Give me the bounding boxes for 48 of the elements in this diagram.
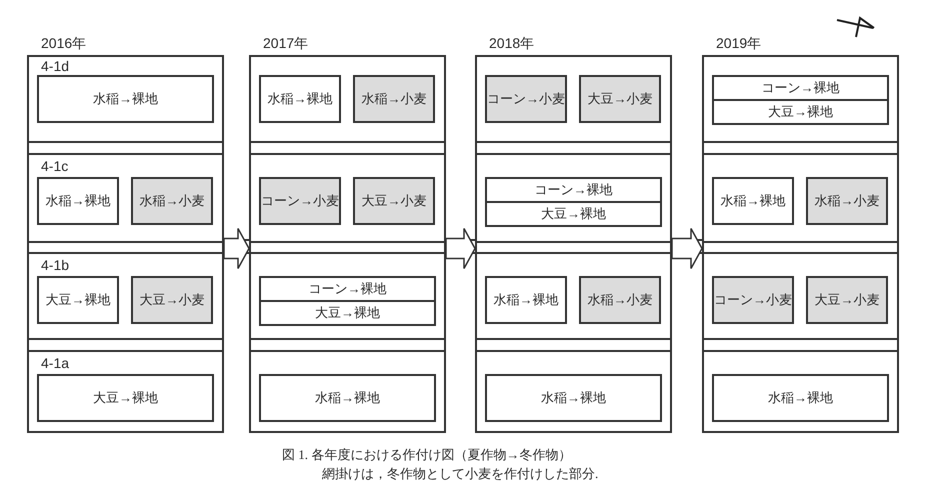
field-label: 4-1b xyxy=(41,257,70,273)
field-strip xyxy=(29,153,222,243)
crop-plot: 水稲→裸地 xyxy=(712,177,794,225)
crop-plot: 水稲→裸地 xyxy=(259,374,436,422)
crop-plot: 大豆→裸地 xyxy=(259,300,436,326)
year-heading: 2018年 xyxy=(489,35,534,51)
block-arrow xyxy=(671,228,703,270)
crop-plot: 水稲→裸地 xyxy=(37,177,119,225)
crop-plot: コーン→裸地 xyxy=(485,177,662,203)
year-heading: 2016年 xyxy=(41,35,86,51)
crop-plot: 水稲→裸地 xyxy=(259,75,341,123)
field-strip xyxy=(29,252,222,340)
field-strip xyxy=(251,153,444,243)
crop-plot: コーン→小麦 xyxy=(712,276,794,324)
field-label: 4-1d xyxy=(41,58,70,74)
crop-plot: 水稲→裸地 xyxy=(485,276,567,324)
crop-plot: 水稲→裸地 xyxy=(485,374,662,422)
year-heading: 2019年 xyxy=(716,35,762,51)
field-label: 4-1a xyxy=(41,355,70,371)
crop-plot: 大豆→裸地 xyxy=(712,99,889,125)
block-arrow xyxy=(223,228,250,270)
field-strip xyxy=(477,252,670,340)
year-heading: 2017年 xyxy=(263,35,308,51)
crop-plot: 水稲→小麦 xyxy=(579,276,661,324)
field-strip xyxy=(477,153,670,243)
crop-plot: コーン→小麦 xyxy=(485,75,567,123)
field-strip xyxy=(251,252,444,340)
caption-note: 網掛けは，冬作物として小麦を作付けした部分. xyxy=(322,465,598,483)
crop-plot: 水稲→小麦 xyxy=(353,75,435,123)
crop-plot: 大豆→小麦 xyxy=(806,276,888,324)
crop-plot: 大豆→小麦 xyxy=(131,276,213,324)
crop-plot: 水稲→小麦 xyxy=(131,177,213,225)
field-label: 4-1c xyxy=(41,158,68,174)
crop-plot: 大豆→裸地 xyxy=(37,276,119,324)
crop-plot: コーン→裸地 xyxy=(712,75,889,101)
crop-plot: コーン→小麦 xyxy=(259,177,341,225)
crop-plot: 水稲→裸地 xyxy=(37,75,214,123)
crop-plot: 大豆→裸地 xyxy=(37,374,214,422)
crop-plot: コーン→裸地 xyxy=(259,276,436,302)
crop-plot: 水稲→小麦 xyxy=(806,177,888,225)
crop-plot: 大豆→小麦 xyxy=(579,75,661,123)
field-strip xyxy=(704,252,897,340)
crop-plot: 大豆→小麦 xyxy=(353,177,435,225)
block-arrow xyxy=(445,228,476,270)
caption: 図 1. 各年度における作付け図（夏作物→冬作物） xyxy=(282,446,572,464)
crop-plot: 水稲→裸地 xyxy=(712,374,889,422)
field-strip xyxy=(704,153,897,243)
crop-plot: 大豆→裸地 xyxy=(485,201,662,227)
